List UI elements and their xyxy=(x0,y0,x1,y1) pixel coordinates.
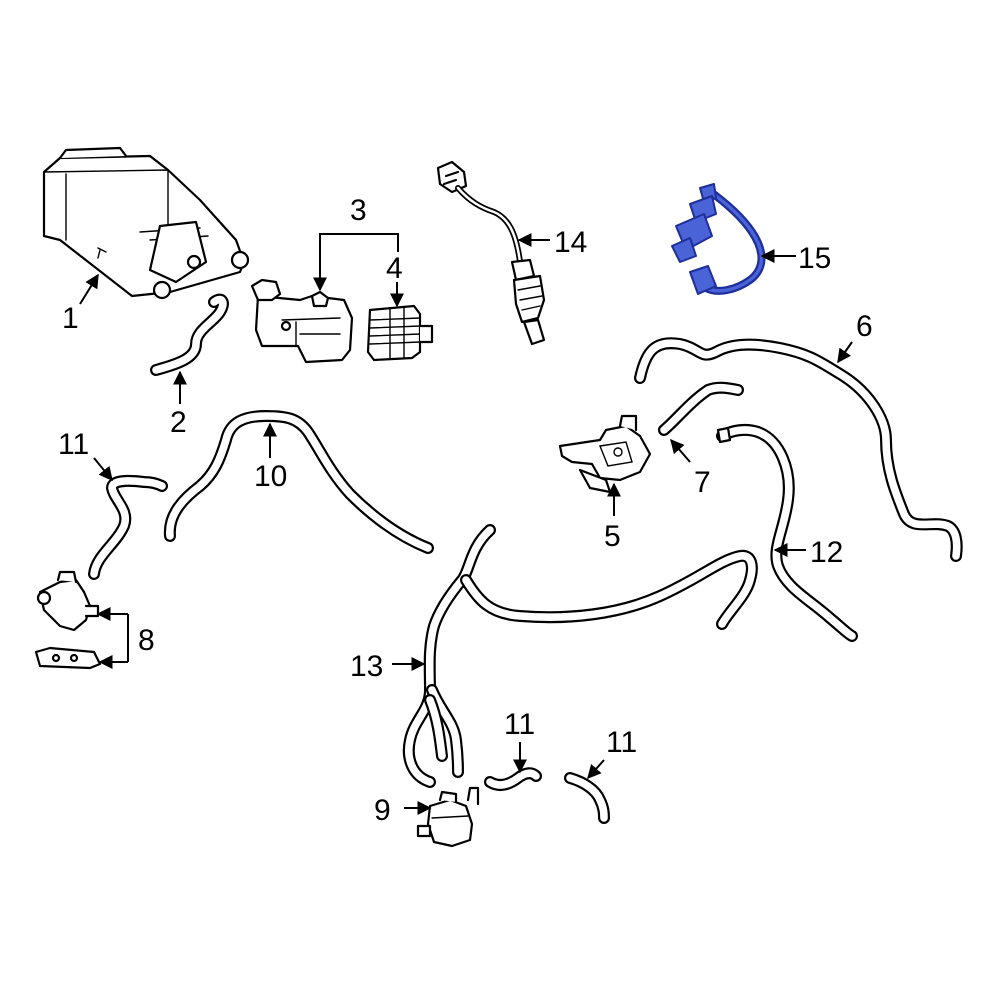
part-15-oxygen-sensor-highlighted[interactable] xyxy=(671,183,766,295)
part-9-vsv[interactable] xyxy=(416,786,480,848)
part-11-hose-upper[interactable] xyxy=(88,474,168,580)
callout-11-right: 11 xyxy=(606,726,637,759)
callout-3: 3 xyxy=(350,194,367,227)
callout-9: 9 xyxy=(374,794,391,827)
callout-8: 8 xyxy=(138,624,155,657)
callout-15: 15 xyxy=(798,242,831,275)
part-12-hose[interactable] xyxy=(716,423,858,642)
part-5-valve[interactable] xyxy=(558,414,652,494)
callout-5: 5 xyxy=(604,520,621,553)
part-14-oxygen-sensor[interactable] xyxy=(436,160,546,346)
part-11-hose-right[interactable] xyxy=(564,772,610,824)
part-10-hose[interactable] xyxy=(163,410,434,554)
part-1-canister[interactable] xyxy=(42,146,250,300)
callout-2: 2 xyxy=(170,406,187,439)
callout-7: 7 xyxy=(694,466,711,499)
callout-14: 14 xyxy=(554,226,587,259)
part-11-hose-middle[interactable] xyxy=(484,767,542,791)
callout-13: 13 xyxy=(350,650,383,683)
callout-11-middle: 11 xyxy=(504,708,535,741)
part-7-hose[interactable] xyxy=(658,381,744,436)
part-6-hose[interactable] xyxy=(634,337,963,562)
part-2-hose[interactable] xyxy=(150,293,229,376)
part-8-solenoid[interactable] xyxy=(34,570,102,670)
part-3-purge-valve[interactable] xyxy=(250,278,354,364)
callout-10: 10 xyxy=(254,460,287,493)
callout-12: 12 xyxy=(810,536,843,569)
callout-1: 1 xyxy=(62,302,79,335)
callout-6: 6 xyxy=(856,310,873,343)
part-4-filter[interactable] xyxy=(366,304,434,362)
part-13-tube-harness[interactable] xyxy=(402,524,758,788)
callout-4: 4 xyxy=(386,252,403,285)
callout-11-upper: 11 xyxy=(58,428,89,461)
leader-lines xyxy=(79,233,853,815)
